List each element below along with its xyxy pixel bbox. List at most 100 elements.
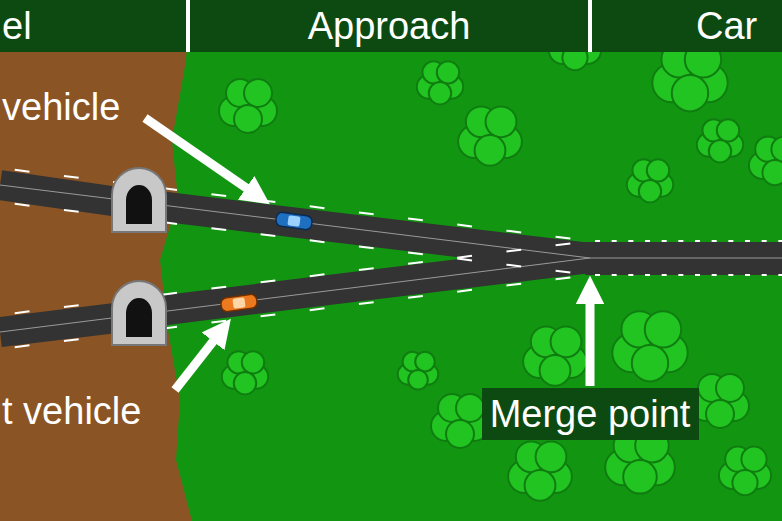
- bush: [623, 460, 657, 494]
- lane-dash: [778, 240, 782, 242]
- lane-dash: [457, 259, 472, 261]
- lane-dash: [457, 290, 472, 292]
- lane-dash: [359, 246, 374, 248]
- lane-dash: [310, 308, 325, 310]
- lane-dash: [628, 274, 633, 276]
- lane-dash: [506, 231, 521, 233]
- bush: [706, 400, 734, 428]
- bush: [672, 75, 708, 111]
- callout-label: vehicle: [2, 88, 120, 126]
- bush: [762, 160, 782, 185]
- lane-dash: [745, 240, 750, 242]
- lane-dash: [359, 302, 374, 304]
- bush: [632, 345, 668, 381]
- lane-dash: [695, 274, 700, 276]
- bush: [475, 135, 506, 166]
- lane-dash: [595, 240, 600, 242]
- lane-dash: [211, 321, 226, 323]
- bush: [242, 351, 264, 373]
- lane-dash: [359, 268, 374, 270]
- lane-dash: [506, 250, 521, 252]
- header-divider: [186, 0, 190, 52]
- lane-dash: [695, 240, 700, 242]
- bush: [551, 326, 582, 357]
- bush: [647, 159, 669, 181]
- bush: [639, 180, 661, 202]
- bush: [771, 137, 782, 162]
- lane-dash: [15, 170, 30, 172]
- bush: [234, 105, 262, 133]
- lane-dash: [359, 212, 374, 214]
- lane-dash: [678, 274, 683, 276]
- lane-dash: [556, 237, 571, 239]
- lane-dash: [408, 218, 423, 220]
- lane-dash: [745, 274, 750, 276]
- bush: [437, 61, 459, 83]
- bush: [234, 372, 256, 394]
- lane-dash: [645, 274, 650, 276]
- lane-dash: [310, 240, 325, 242]
- lane-dash: [211, 287, 226, 289]
- lane-dash: [310, 274, 325, 276]
- bush: [717, 119, 739, 141]
- lane-dash: [728, 240, 733, 242]
- bush: [732, 470, 757, 495]
- lane-dash: [162, 293, 177, 295]
- lane-dash: [15, 204, 30, 206]
- lane-dash: [612, 274, 617, 276]
- lane-dash: [261, 200, 276, 202]
- lane-dash: [712, 240, 717, 242]
- tunnel-portals: [112, 168, 166, 345]
- lane-dash: [762, 240, 767, 242]
- bush: [446, 420, 474, 448]
- lane-dash: [211, 194, 226, 196]
- lane-dash: [556, 243, 571, 245]
- header-bar: [0, 0, 782, 52]
- bush: [244, 79, 272, 107]
- lane-dash: [506, 284, 521, 286]
- bush: [415, 352, 435, 372]
- lane-dash: [556, 271, 571, 273]
- node-text: Merge point: [490, 395, 691, 433]
- bush: [429, 82, 451, 104]
- lane-dash: [457, 256, 472, 258]
- node-text: Car: [696, 7, 757, 45]
- lane-dash: [261, 280, 276, 282]
- bush: [456, 394, 484, 422]
- lane-dash: [261, 234, 276, 236]
- lane-dash: [15, 345, 30, 347]
- lane-dash: [506, 265, 521, 267]
- lane-dash: [261, 314, 276, 316]
- callout-label: t vehicle: [2, 392, 141, 430]
- node-text: el: [2, 7, 32, 45]
- lane-dash: [64, 305, 79, 307]
- lane-dash: [612, 240, 617, 242]
- lane-dash: [595, 274, 600, 276]
- lane-dash: [15, 311, 30, 313]
- lane-dash: [64, 210, 79, 212]
- blue-vehicle: [275, 212, 313, 231]
- lane-dash: [678, 240, 683, 242]
- lane-dash: [310, 206, 325, 208]
- bush: [741, 447, 766, 472]
- lane-dash: [408, 252, 423, 254]
- lane-dash: [778, 274, 782, 276]
- lane-dash: [662, 274, 667, 276]
- lane-dash: [712, 274, 717, 276]
- lane-dash: [408, 262, 423, 264]
- node-text: Approach: [308, 7, 471, 45]
- lane-dash: [64, 339, 79, 341]
- header-section: Car: [592, 0, 782, 52]
- lane-dash: [211, 228, 226, 230]
- header-divider: [588, 0, 592, 52]
- bush: [408, 370, 428, 390]
- lane-dash: [762, 274, 767, 276]
- lane-markings: [15, 170, 782, 347]
- lane-dash: [628, 240, 633, 242]
- bush: [709, 140, 731, 162]
- bush: [540, 355, 571, 386]
- hillside: [0, 0, 192, 521]
- orange-vehicle: [220, 294, 258, 313]
